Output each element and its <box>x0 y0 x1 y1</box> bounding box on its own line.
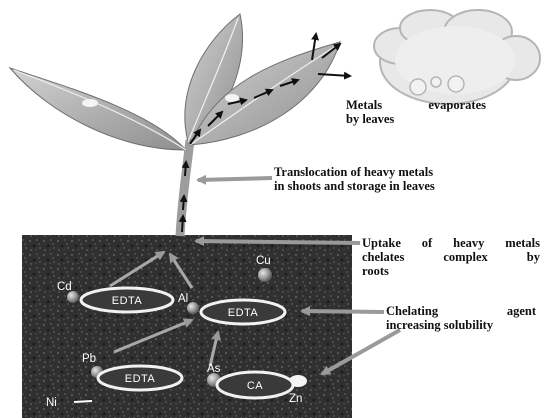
al-ball <box>187 302 199 314</box>
zn-label: Zn <box>289 393 302 405</box>
uptake-caption-line-3: roots <box>362 264 540 278</box>
ni-label: Ni <box>46 397 57 409</box>
chelating-caption-line-2: increasing solubility <box>386 318 536 332</box>
pb-label: Pb <box>82 353 96 365</box>
edta-bottom-label: EDTA <box>125 373 156 385</box>
cu-ball <box>258 268 272 282</box>
evaporation-caption-line-1: Metals evaporates <box>346 98 486 112</box>
uptake-caption: Uptake of heavy metals chelates complex … <box>362 236 540 278</box>
evaporation-caption: Metals evaporates by leaves <box>346 98 486 126</box>
chelating-caption: Chelating agent increasing solubility <box>386 304 536 332</box>
translocation-caption: Translocation of heavy metals in shoots … <box>274 165 504 193</box>
uptake-caption-line-1: Uptake of heavy metals <box>362 236 540 250</box>
chelating-caption-line-1: Chelating agent <box>386 304 536 318</box>
plant-stem <box>180 140 190 236</box>
edta-right-label: EDTA <box>228 307 259 319</box>
left-leaf <box>10 68 186 150</box>
al-label: Al <box>178 293 188 305</box>
ca-label: CA <box>247 380 263 392</box>
translocation-caption-line-2: in shoots and storage in leaves <box>274 179 504 193</box>
cu-label: Cu <box>256 255 271 267</box>
uptake-caption-line-2: chelates complex by <box>362 250 540 264</box>
edta-left-label: EDTA <box>112 295 143 307</box>
evaporation-caption-line-2: by leaves <box>346 112 486 126</box>
ni-mark <box>74 401 92 402</box>
translocation-caption-line-1: Translocation of heavy metals <box>274 165 504 179</box>
soil-block <box>22 235 352 418</box>
cd-label: Cd <box>57 281 72 293</box>
evaporation-cloud <box>374 10 540 104</box>
as-label: As <box>207 363 221 375</box>
